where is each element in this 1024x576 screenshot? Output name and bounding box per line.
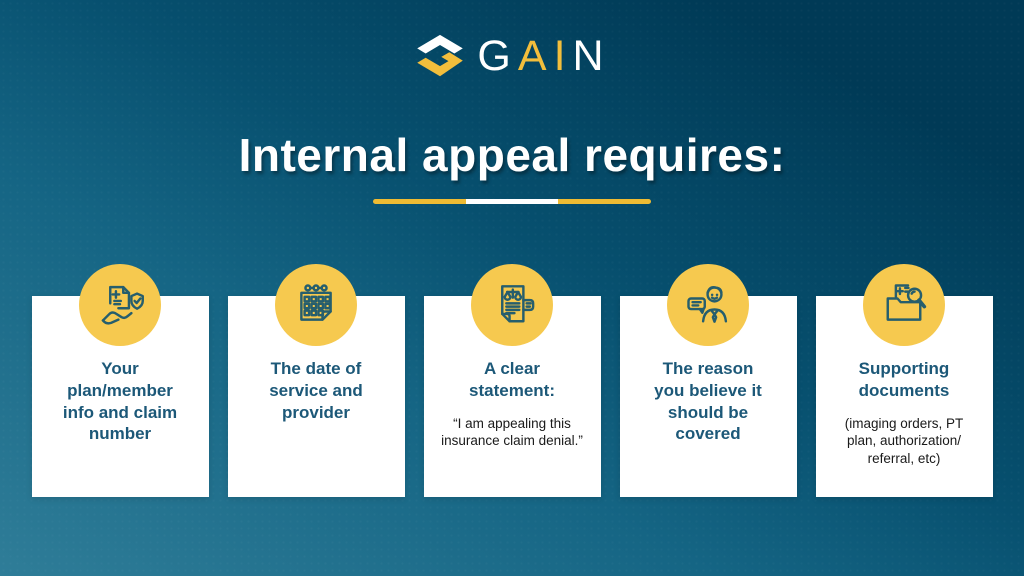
card-plan-member-info: Your plan/member info and claim number	[31, 264, 209, 497]
gain-logo: GAIN	[413, 30, 610, 82]
card-icon-circle	[471, 264, 553, 346]
divider-segment	[465, 199, 559, 204]
card-title: Supporting documents	[858, 359, 950, 400]
card-icon-circle	[667, 264, 749, 346]
card-icon-circle	[863, 264, 945, 346]
gain-logo-text: GAIN	[477, 31, 611, 80]
card-title: The date of service and provider	[269, 359, 363, 422]
card-reason-covered: The reason you believe it should be cove…	[619, 264, 797, 497]
logo-letter: A	[517, 31, 554, 80]
card-supporting-documents: Supporting documents (imaging orders, PT…	[815, 264, 993, 497]
calendar-icon	[290, 279, 342, 331]
card-date-of-service: The date of service and provider	[227, 264, 405, 497]
folder-magnifier-icon	[878, 279, 930, 331]
card-subtext: “I am appealing this insurance claim den…	[441, 415, 583, 449]
gain-logo-mark-icon	[413, 30, 467, 82]
legal-statement-document-icon	[486, 279, 538, 331]
requirements-card-row: Your plan/member info and claim number	[31, 264, 993, 497]
person-speech-bubble-icon	[682, 279, 734, 331]
logo-letter: G	[477, 31, 518, 80]
page-title: Internal appeal requires:	[238, 129, 786, 181]
card-title: Your plan/member info and claim number	[62, 359, 178, 444]
claim-document-shield-icon	[94, 279, 146, 331]
card-icon-circle	[79, 264, 161, 346]
card-title: A clear statement:	[469, 359, 555, 400]
divider-segment	[558, 199, 651, 204]
card-icon-circle	[275, 264, 357, 346]
logo-letter: N	[572, 31, 611, 80]
title-divider	[373, 199, 651, 204]
card-subtext: (imaging orders, PT plan, authorization/…	[844, 415, 964, 466]
card-title: The reason you believe it should be cove…	[654, 359, 762, 444]
divider-segment	[373, 199, 466, 204]
card-clear-statement: A clear statement: “I am appealing this …	[423, 264, 601, 497]
logo-letter: I	[553, 31, 573, 80]
